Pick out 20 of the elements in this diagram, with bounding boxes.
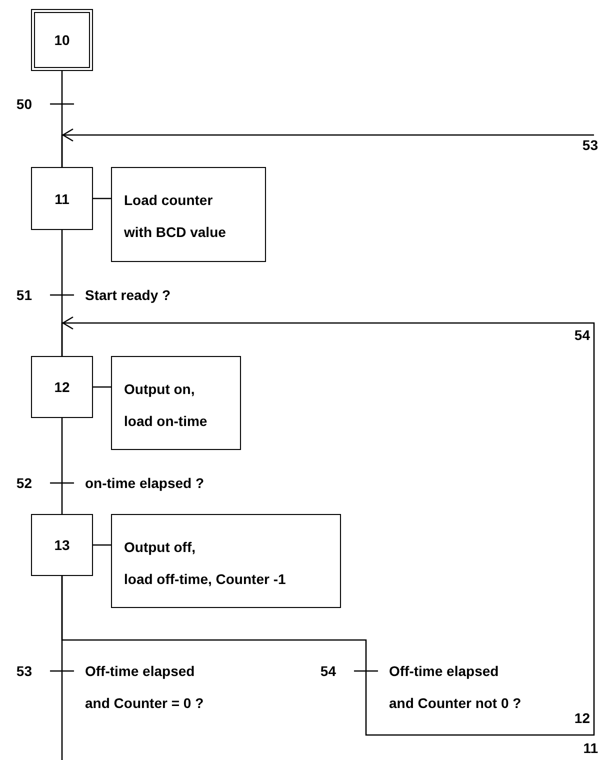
cross-reference-number: 12 <box>574 710 590 726</box>
cross-reference-number: 11 <box>583 740 598 756</box>
transition-condition: Off-time elapsed and Counter not 0 ? <box>389 662 522 713</box>
step-box: 11 <box>31 167 93 230</box>
transition-number: 51 <box>15 286 32 305</box>
cross-reference-number: 54 <box>574 327 590 343</box>
transition-condition: Off-time elapsed and Counter = 0 ? <box>85 662 205 713</box>
action-box: Output off, load off-time, Counter -1 <box>111 514 341 608</box>
transition-number: 54 <box>319 662 336 681</box>
action-box: Load counter with BCD value <box>111 167 266 262</box>
transition-number: 52 <box>15 474 32 493</box>
transition-number: 53 <box>15 662 32 681</box>
transition-condition: Start ready ? <box>85 286 172 305</box>
transition-condition: on-time elapsed ? <box>85 474 206 493</box>
action-box: Output on, load on-time <box>111 356 241 450</box>
initial-step-box: 10 <box>31 9 93 71</box>
transition-number: 50 <box>15 95 32 114</box>
step-box: 13 <box>31 514 93 576</box>
step-box: 12 <box>31 356 93 418</box>
cross-reference-number: 53 <box>578 137 598 153</box>
